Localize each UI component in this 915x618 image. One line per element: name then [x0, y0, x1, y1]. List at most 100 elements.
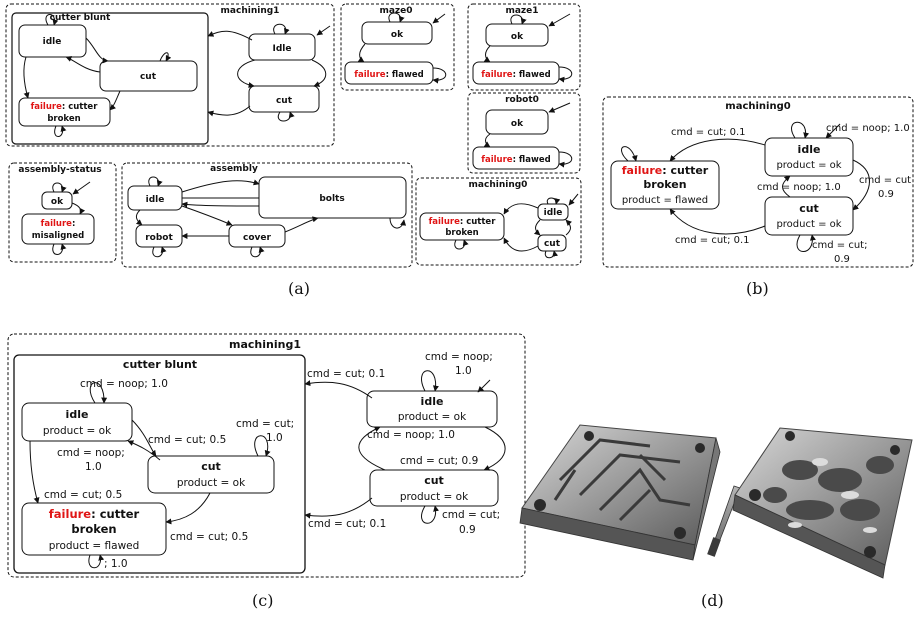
- a-assembly: assembly idle robot cover bolts: [121, 162, 413, 268]
- a-maze1-ok-state: [485, 23, 549, 47]
- b-cut-loop: [796, 234, 816, 252]
- c-outer-idle-loop: [421, 370, 439, 392]
- a-m1-idle-to-fail: [23, 56, 30, 99]
- a-m1-outer-idle-loop: [273, 23, 290, 35]
- a-robot0-initial: [548, 102, 571, 113]
- a-maze0-ok-loop: [388, 12, 405, 23]
- a-as-failure-label: failure:: [41, 219, 76, 229]
- a-as-ok-state: [41, 191, 73, 210]
- b-initial-arrow: [825, 123, 841, 139]
- caption-d: (d): [701, 591, 724, 610]
- a-maze1-ok-label: ok: [511, 32, 524, 42]
- a-as-misaligned-label: misaligned: [32, 231, 84, 241]
- c-machining1-frame: [7, 333, 526, 578]
- b-failure-word: failure: [622, 164, 662, 177]
- a-m1-failure-label: failure: cutter: [31, 102, 99, 112]
- a-asm-bolts-to-idle: [181, 201, 260, 208]
- a-m1-outer-cut-loop: [277, 111, 295, 122]
- c-cut-to-idle: [127, 440, 161, 461]
- c-idle-state: [21, 402, 133, 442]
- a-asm-cover-loop: [250, 246, 265, 258]
- a-m1-idle-label: idle: [43, 37, 62, 47]
- a-maze0-edge: [357, 43, 366, 63]
- a-maze0-title: maze0: [379, 6, 412, 16]
- b-idle-product: product = ok: [776, 160, 841, 171]
- b-edge-cut-to-idle: [782, 175, 791, 198]
- c-idle-product: product = ok: [43, 425, 112, 437]
- a-m1-fail-loop: [54, 125, 67, 137]
- a-m1-outer-idle-to-cut: [311, 59, 327, 87]
- c-inner-title: cutter blunt: [123, 358, 197, 371]
- maze-right-hole-2: [785, 431, 795, 441]
- c-outer-cut-product: product = ok: [400, 491, 469, 503]
- a-m1-cut-loop: [159, 52, 172, 62]
- c-outer-cut-to-idle: [358, 426, 386, 471]
- a-maze0-ok-label: ok: [391, 30, 404, 40]
- a-m0-broken-label: broken: [445, 228, 478, 238]
- a-as-failure-word: failure: [41, 219, 73, 229]
- c-label-outer-cut-loop-1: cmd = cut;: [442, 509, 500, 521]
- a-m0-fail-loop: [454, 239, 469, 250]
- b-cut-product: product = ok: [776, 219, 841, 230]
- a-asm-robot-loop: [152, 246, 167, 258]
- a-m1-cut-label: cut: [140, 72, 157, 82]
- a-robot0-ok-state: [485, 109, 549, 135]
- a-maze1-frame: [467, 3, 581, 91]
- a-asm-idle-to-robot: [135, 209, 143, 226]
- b-machining0-frame: [602, 96, 914, 268]
- a-asm-bolts-label: bolts: [319, 194, 344, 204]
- c-label-cut-loop-2: 1.0: [266, 432, 283, 444]
- c-to-blunt-bottom: [304, 497, 373, 519]
- b-failure-state: [610, 160, 720, 210]
- c-failure-state: [21, 502, 167, 556]
- c-label-idle-to-cut: cmd = cut; 0.5: [148, 434, 226, 446]
- a-m0-cut-state: [537, 234, 567, 252]
- a-asm-idle-to-cover: [181, 205, 233, 226]
- b-edge-cut-to-fail: [669, 208, 766, 235]
- a-maze1-initial: [548, 13, 571, 27]
- a-asm-robot-label: robot: [145, 233, 173, 243]
- a-robot0: robot0 ok failure: flawed: [467, 92, 581, 174]
- a-assembly-title: assembly: [210, 164, 258, 174]
- a-maze1: maze1 ok failure: flawed: [467, 3, 581, 91]
- b-failure-product: product = flawed: [622, 195, 708, 206]
- c-outer-idle-to-cut: [483, 426, 506, 471]
- c-label-to-blunt-top: cmd = cut; 0.1: [307, 368, 385, 380]
- caption-c: (c): [252, 591, 274, 610]
- b-label-fail-loop: cmd = cut; 0.1: [671, 127, 746, 138]
- a-maze1-failure-rest: : flawed: [513, 70, 551, 80]
- a-robot0-failure-label: failure: flawed: [481, 155, 550, 165]
- b-edge-idle-to-fail: [669, 138, 766, 162]
- c-cut-to-fail: [165, 492, 211, 525]
- a-m1-outer-cut-label: cut: [276, 96, 293, 106]
- a-m1-cut-to-fail: [109, 90, 121, 111]
- a-maze1-failure-word: failure: [481, 70, 513, 80]
- a-robot0-failure-state: [472, 146, 560, 170]
- a-maze1-ok-loop: [510, 14, 527, 25]
- a-cutter-blunt-title: cutter blunt: [50, 13, 111, 23]
- maze-block-right-side: [732, 494, 886, 579]
- maze-block-left-side-2: [692, 437, 721, 561]
- c-broken-label: broken: [71, 522, 116, 536]
- a-m0-failure-rest: : cutter: [460, 217, 496, 227]
- a-machining1-frame: [5, 3, 335, 147]
- panel-b: machining0 failure: cutter broken produc…: [602, 96, 914, 268]
- a-robot0-fail-loop: [558, 151, 573, 168]
- c-cut-loop: [254, 435, 271, 457]
- c-outer-cut-loop: [421, 505, 440, 524]
- c-label-cut-loop-1: cmd = cut;: [236, 418, 294, 430]
- a-robot0-failure-rest: : flawed: [513, 155, 551, 165]
- a-m0-cut-label: cut: [544, 239, 561, 249]
- a-m0-initial: [568, 193, 579, 206]
- a-m1-failure-word: failure: [31, 102, 63, 112]
- a-maze0-fail-loop: [432, 67, 447, 84]
- a-machining0: machining0 failure: cutter broken idle c…: [415, 177, 582, 266]
- a-m1-outer-cut-to-idle: [237, 59, 256, 88]
- a-maze0-initial: [432, 13, 446, 24]
- b-label-idle-loop: cmd = noop; 1.0: [826, 123, 910, 134]
- a-robot0-ok-label: ok: [511, 119, 524, 129]
- panel-c: machining1 cutter blunt idle product = o…: [7, 333, 526, 578]
- c-label-cut-to-idle-2: 1.0: [85, 461, 102, 473]
- a-m0-idle-state: [537, 203, 569, 221]
- cutter-tip: [707, 537, 721, 557]
